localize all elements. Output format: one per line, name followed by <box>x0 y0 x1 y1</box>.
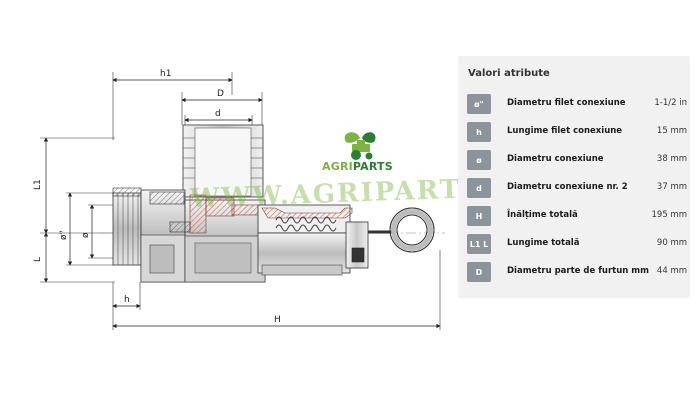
tractor-leaf-icon <box>344 132 376 160</box>
attribute-value: 44 mm <box>656 266 687 276</box>
dim-d: d <box>215 109 221 119</box>
attribute-value: 37 mm <box>656 182 687 192</box>
attribute-label: Lungime totală <box>507 238 580 248</box>
dim-thread-diameter: ø" <box>59 230 69 240</box>
logo-text: AGRIPARTS <box>322 160 393 173</box>
attribute-row: L1 L Lungime totală 90 mm <box>467 234 687 254</box>
attribute-symbol: d <box>467 178 491 198</box>
attribute-row: ø" Diametru filet conexiune 1-1/2 in <box>467 94 687 114</box>
attribute-label: Diametru parte de furtun mm <box>507 266 649 276</box>
attribute-row: d Diametru conexiune nr. 2 37 mm <box>467 178 687 198</box>
attribute-value: 90 mm <box>656 238 687 248</box>
spring-section <box>257 204 353 276</box>
dim-h: h <box>124 295 130 305</box>
attribute-symbol: ø <box>467 150 491 170</box>
attribute-value: 38 mm <box>656 154 687 164</box>
dim-L1: L1 <box>33 179 43 190</box>
attribute-row: H Înălțime totală 195 mm <box>467 206 687 226</box>
hose-tail <box>182 124 264 198</box>
attribute-label: Înălțime totală <box>507 210 578 220</box>
logo-text-agri: AGRI <box>322 160 353 173</box>
attribute-symbol: ø" <box>467 94 491 114</box>
dim-h1: h1 <box>160 69 171 79</box>
logo-text-parts: PARTS <box>352 160 393 173</box>
attribute-label: Diametru filet conexiune <box>507 98 626 108</box>
panel-title: Valori atribute <box>468 68 550 79</box>
attribute-value: 15 mm <box>656 126 687 136</box>
dim-H: H <box>274 315 281 325</box>
dim-L: L <box>33 257 43 262</box>
attribute-label: Diametru conexiune <box>507 154 604 164</box>
dim-diameter: ø <box>81 232 91 238</box>
dim-D: D <box>217 89 224 99</box>
attribute-symbol: h <box>467 122 491 142</box>
coupling-technical-drawing: h1 D d L1 L ø" ø h H <box>33 69 445 330</box>
eye-ring <box>389 207 435 253</box>
attribute-label: Diametru conexiune nr. 2 <box>507 182 628 192</box>
attribute-value: 1-1/2 in <box>654 98 687 108</box>
attribute-label: Lungime filet conexiune <box>507 126 623 136</box>
attribute-row: ø Diametru conexiune 38 mm <box>467 150 687 170</box>
agriparts-logo: AGRIPARTS <box>316 128 406 174</box>
lever <box>345 221 394 269</box>
attribute-row: D Diametru parte de furtun mm 44 mm <box>467 262 687 282</box>
attribute-panel: Valori atribute ø" Diametru filet conexi… <box>458 56 690 298</box>
attribute-symbol: L1 L <box>467 234 491 254</box>
dimension-lines <box>43 77 441 329</box>
attribute-value: 195 mm <box>651 210 688 220</box>
attribute-symbol: H <box>467 206 491 226</box>
attribute-symbol: D <box>467 262 491 282</box>
attribute-row: h Lungime filet conexiune 15 mm <box>467 122 687 142</box>
threaded-end <box>112 187 142 266</box>
